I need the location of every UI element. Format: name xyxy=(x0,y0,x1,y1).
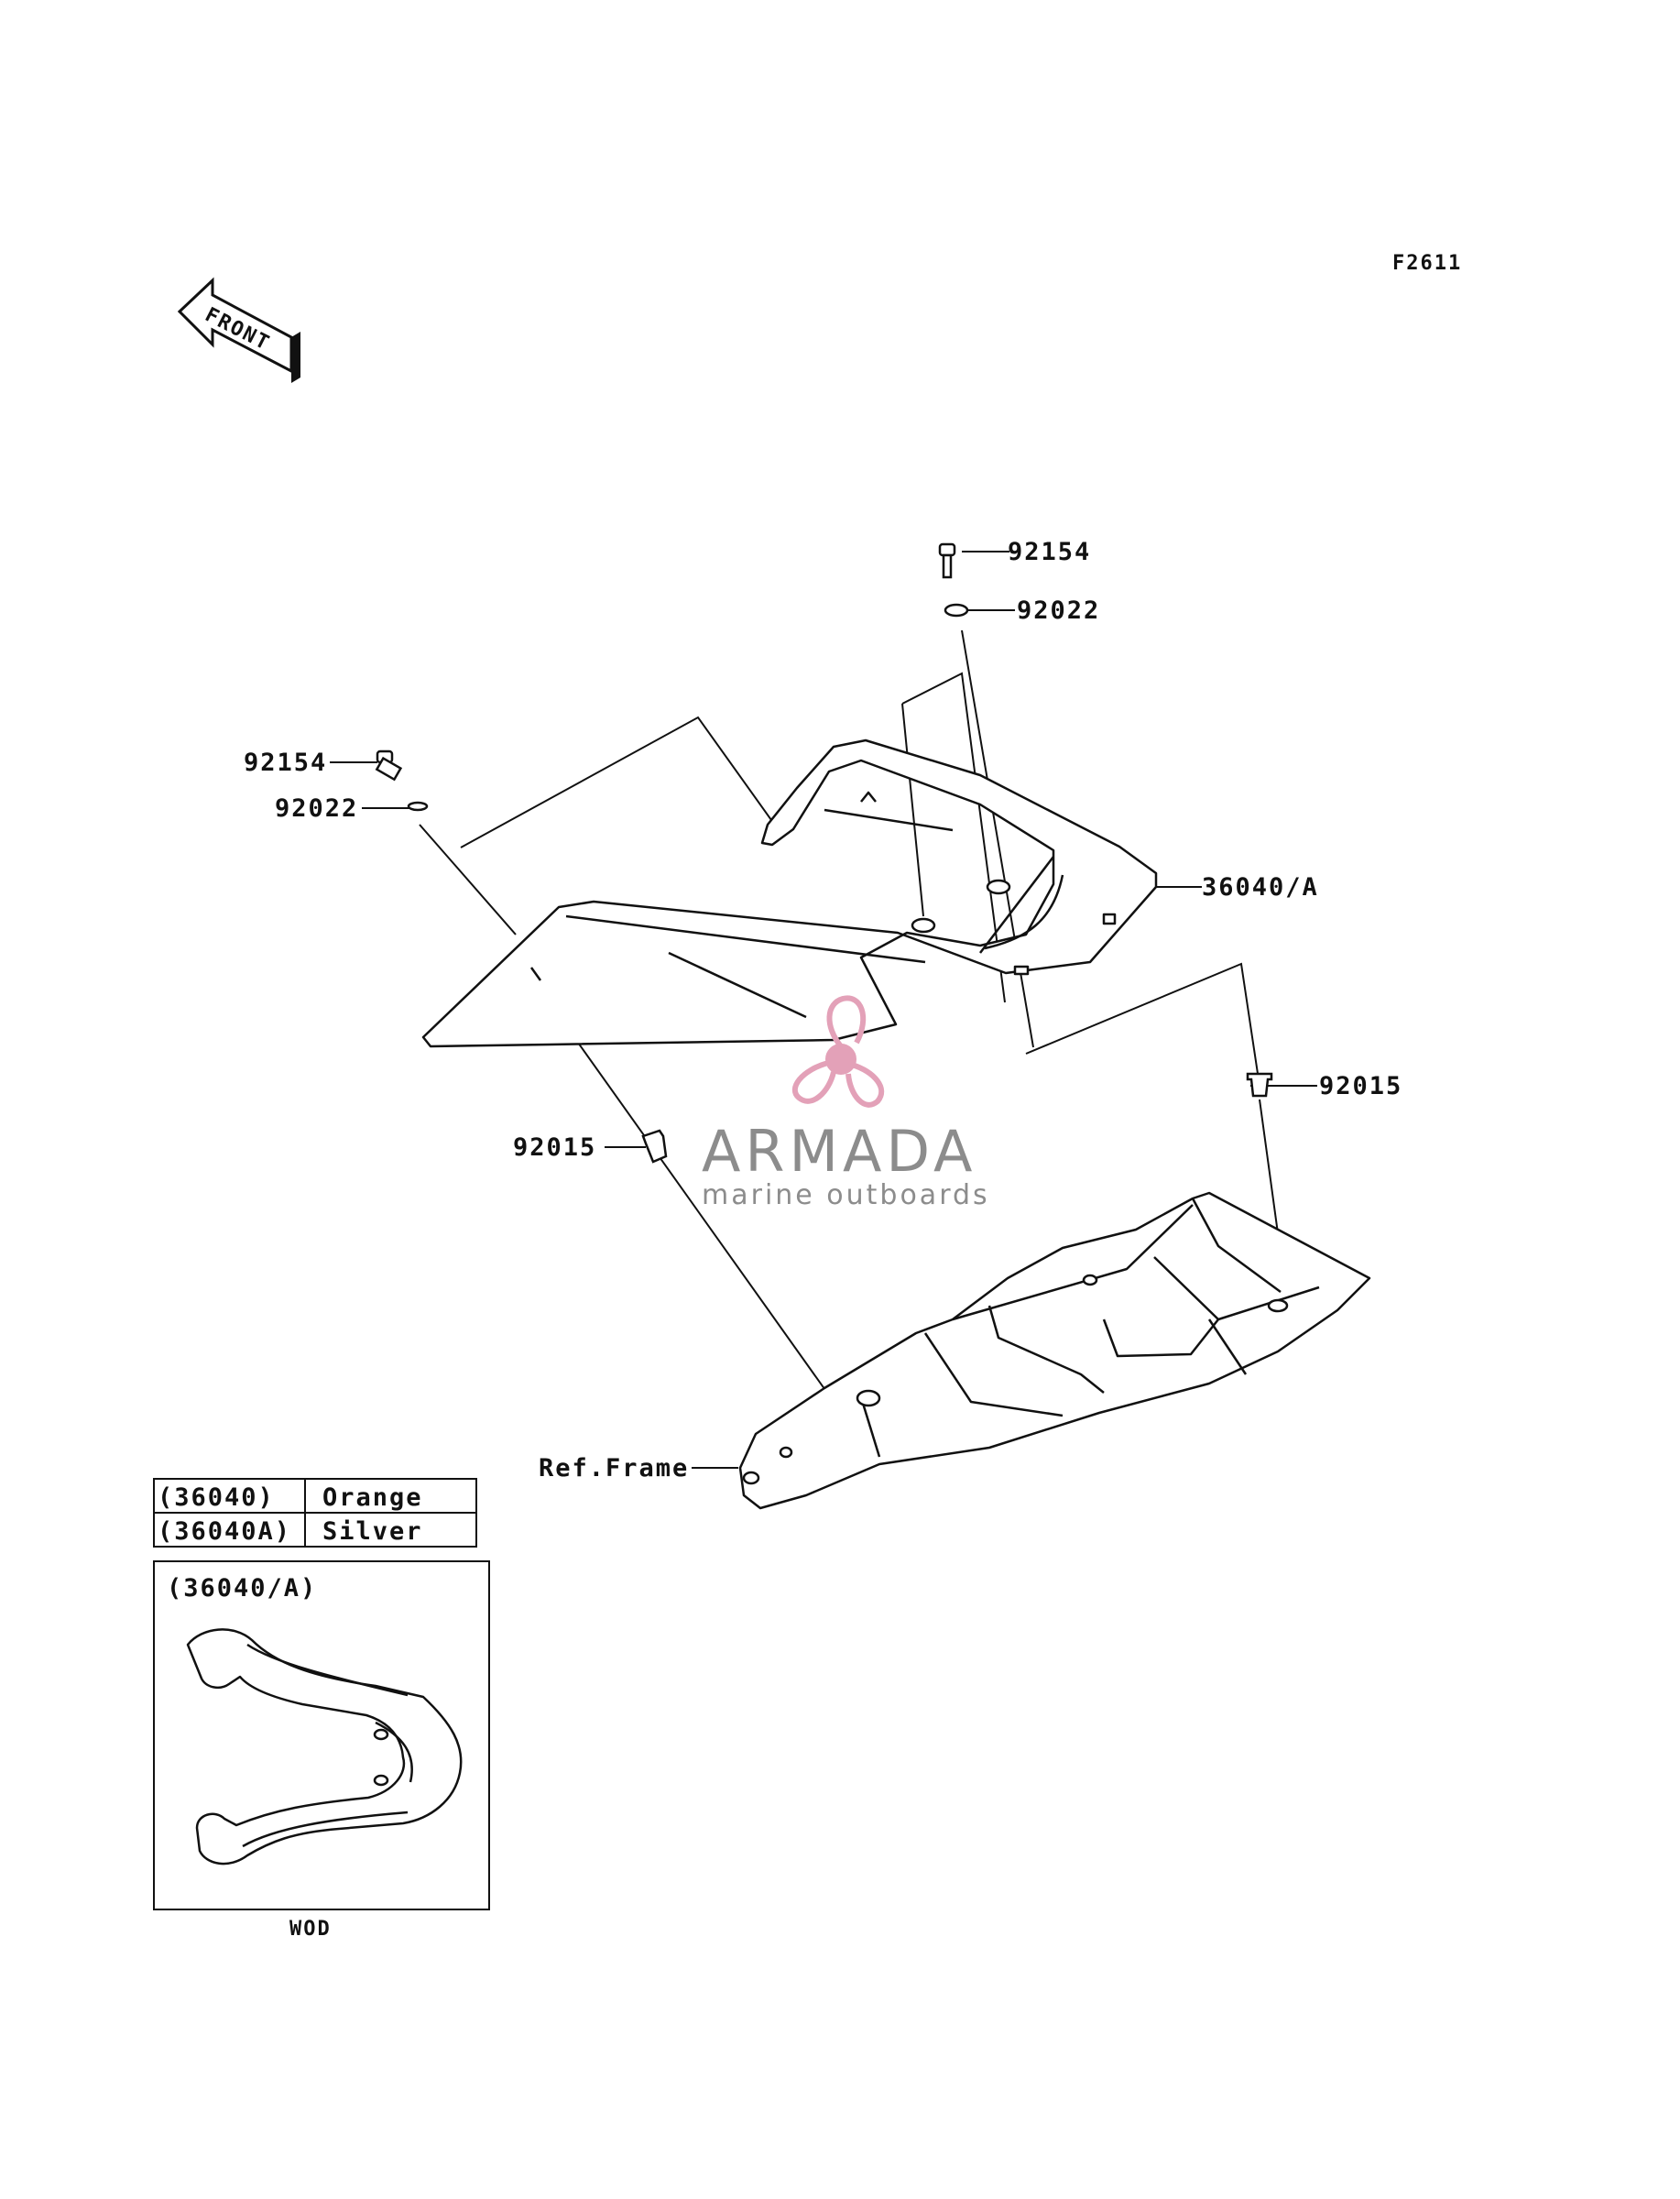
callout-bolt-left: 92154 xyxy=(244,749,327,777)
front-arrow-icon: FRONT xyxy=(177,277,300,383)
color-table-color: Orange xyxy=(322,1483,423,1512)
inset-caption: WOD xyxy=(289,1918,332,1941)
grommet-right-icon xyxy=(1246,1072,1273,1098)
bolt-left-icon xyxy=(375,749,403,782)
watermark-logo-icon xyxy=(791,995,885,1108)
callout-washer-left: 92022 xyxy=(275,794,358,823)
grommet-left-icon xyxy=(641,1129,668,1164)
color-table: (36040) Orange (36040A) Silver xyxy=(153,1478,477,1548)
bolt-top-icon xyxy=(938,542,956,579)
watermark-tagline: marine outboards xyxy=(702,1179,990,1211)
watermark-brand: ARMADA xyxy=(702,1118,976,1185)
callout-frame-ref: Ref.Frame xyxy=(539,1454,689,1482)
washer-left-icon xyxy=(407,801,429,812)
callout-washer-top: 92022 xyxy=(1017,596,1100,625)
rear-frame-part xyxy=(738,1191,1371,1510)
inset-title: (36040/A) xyxy=(167,1574,317,1603)
callout-grommet-right: 92015 xyxy=(1319,1072,1402,1100)
callout-seat-cover: 36040/A xyxy=(1202,873,1319,902)
callout-grommet-left: 92015 xyxy=(513,1133,596,1162)
washer-top-icon xyxy=(944,603,969,618)
color-table-color: Silver xyxy=(322,1517,423,1546)
seat-cover-part xyxy=(421,738,1158,1048)
color-table-code: (36040A) xyxy=(158,1517,291,1546)
inset-panel: (36040/A) WOD xyxy=(153,1560,490,1941)
callout-bolt-top: 92154 xyxy=(1008,538,1091,566)
figure-code: F2611 xyxy=(1392,252,1462,275)
color-table-code: (36040) xyxy=(158,1483,275,1512)
inset-seat-cover-part xyxy=(186,1628,463,1865)
